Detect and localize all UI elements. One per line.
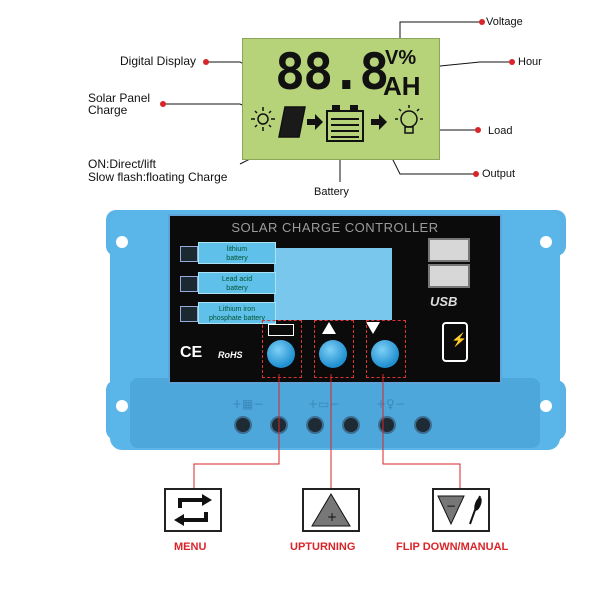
down-triangle-icon	[366, 322, 380, 334]
battery-type-label: Lead acid	[221, 276, 253, 283]
solar-panel-icon	[278, 106, 306, 138]
mount-hole	[116, 236, 128, 248]
load-terminal-negative	[414, 416, 432, 434]
slow-flash-label: Slow flash:floating Charge	[88, 170, 228, 184]
output-label: Output	[482, 168, 516, 180]
load-label: Load	[488, 125, 513, 137]
sun-icon	[251, 107, 275, 131]
battery-type-lead-acid: Lead acid battery	[198, 272, 276, 294]
battery-icon	[326, 105, 364, 142]
usb-port-2	[428, 264, 470, 288]
up-knob[interactable]	[319, 340, 347, 368]
battery-icon	[180, 246, 198, 262]
menu-symbol-icon	[268, 324, 294, 336]
solar-terminal-positive	[234, 416, 252, 434]
controller-screen	[274, 248, 392, 320]
lcd-digits: 88.8	[275, 43, 389, 101]
voltage-label: Voltage	[486, 16, 523, 28]
lcd-unit-amp-hour: AH	[383, 71, 421, 101]
solar-panel-label-line1: Solar Panel	[88, 91, 151, 105]
svg-text:−: −	[446, 499, 456, 513]
menu-button[interactable]	[164, 488, 222, 532]
mount-hole	[540, 236, 552, 248]
phone-icon: ⚡	[442, 322, 468, 362]
ce-mark: CE	[180, 344, 203, 361]
bulb-icon	[395, 105, 423, 134]
battery-type-label: battery	[226, 255, 248, 262]
battery-type-label: lithium	[226, 246, 248, 253]
down-knob[interactable]	[371, 340, 399, 368]
menu-knob[interactable]	[267, 340, 295, 368]
svg-text:+▦−: +▦−	[232, 397, 263, 411]
battery-type-lithium: lithium battery	[198, 242, 276, 264]
hour-label: Hour	[518, 56, 542, 68]
battery-label: Battery	[314, 186, 349, 198]
front-panel: SOLAR CHARGE CONTROLLER lithium battery …	[168, 214, 502, 384]
down-button-highlight	[366, 320, 406, 378]
rohs-mark: RoHS	[218, 350, 243, 360]
panel-title: SOLAR CHARGE CONTROLLER	[231, 220, 439, 235]
battery-icon	[180, 276, 198, 292]
flip-down-manual-button[interactable]: −	[432, 488, 490, 532]
digital-display-label: Digital Display	[120, 54, 197, 68]
battery-type-lifepo4: Lithium iron phosphate battery	[198, 302, 276, 324]
mount-hole	[116, 400, 128, 412]
mount-hole	[540, 400, 552, 412]
lcd-icon-row	[251, 105, 423, 142]
menu-button-highlight	[262, 320, 302, 378]
usb-port-1	[428, 238, 470, 262]
flip-down-manual-caption: FLIP DOWN/MANUAL	[396, 541, 509, 553]
svg-text:+▭−: +▭−	[308, 397, 339, 411]
arrow-right-icon	[307, 114, 323, 130]
upturning-caption: UPTURNING	[290, 541, 356, 553]
battery-terminal-negative	[342, 416, 360, 434]
up-button-highlight	[314, 320, 354, 378]
on-direct-label: ON:Direct/lift	[88, 157, 157, 171]
up-triangle-icon: +	[311, 493, 351, 527]
menu-caption: MENU	[174, 541, 207, 553]
lcd-unit-voltage-percent: V%	[385, 47, 417, 69]
usb-label: USB	[430, 294, 458, 309]
battery-type-label: phosphate battery	[208, 315, 266, 322]
solar-panel-label-line2: Charge	[88, 103, 128, 117]
battery-type-label: Lithium iron	[218, 306, 256, 313]
cycle-icon	[174, 494, 212, 526]
up-triangle-icon	[322, 322, 336, 334]
battery-terminal-positive	[306, 416, 324, 434]
lcd-display: 88.8 V% AH	[242, 38, 440, 160]
battery-icon	[180, 306, 198, 322]
arrow-right-icon	[371, 114, 387, 130]
upturning-button[interactable]: +	[302, 488, 360, 532]
svg-text:+: +	[327, 510, 337, 524]
down-triangle-manual-icon: −	[437, 495, 482, 526]
battery-type-label: battery	[226, 285, 248, 292]
